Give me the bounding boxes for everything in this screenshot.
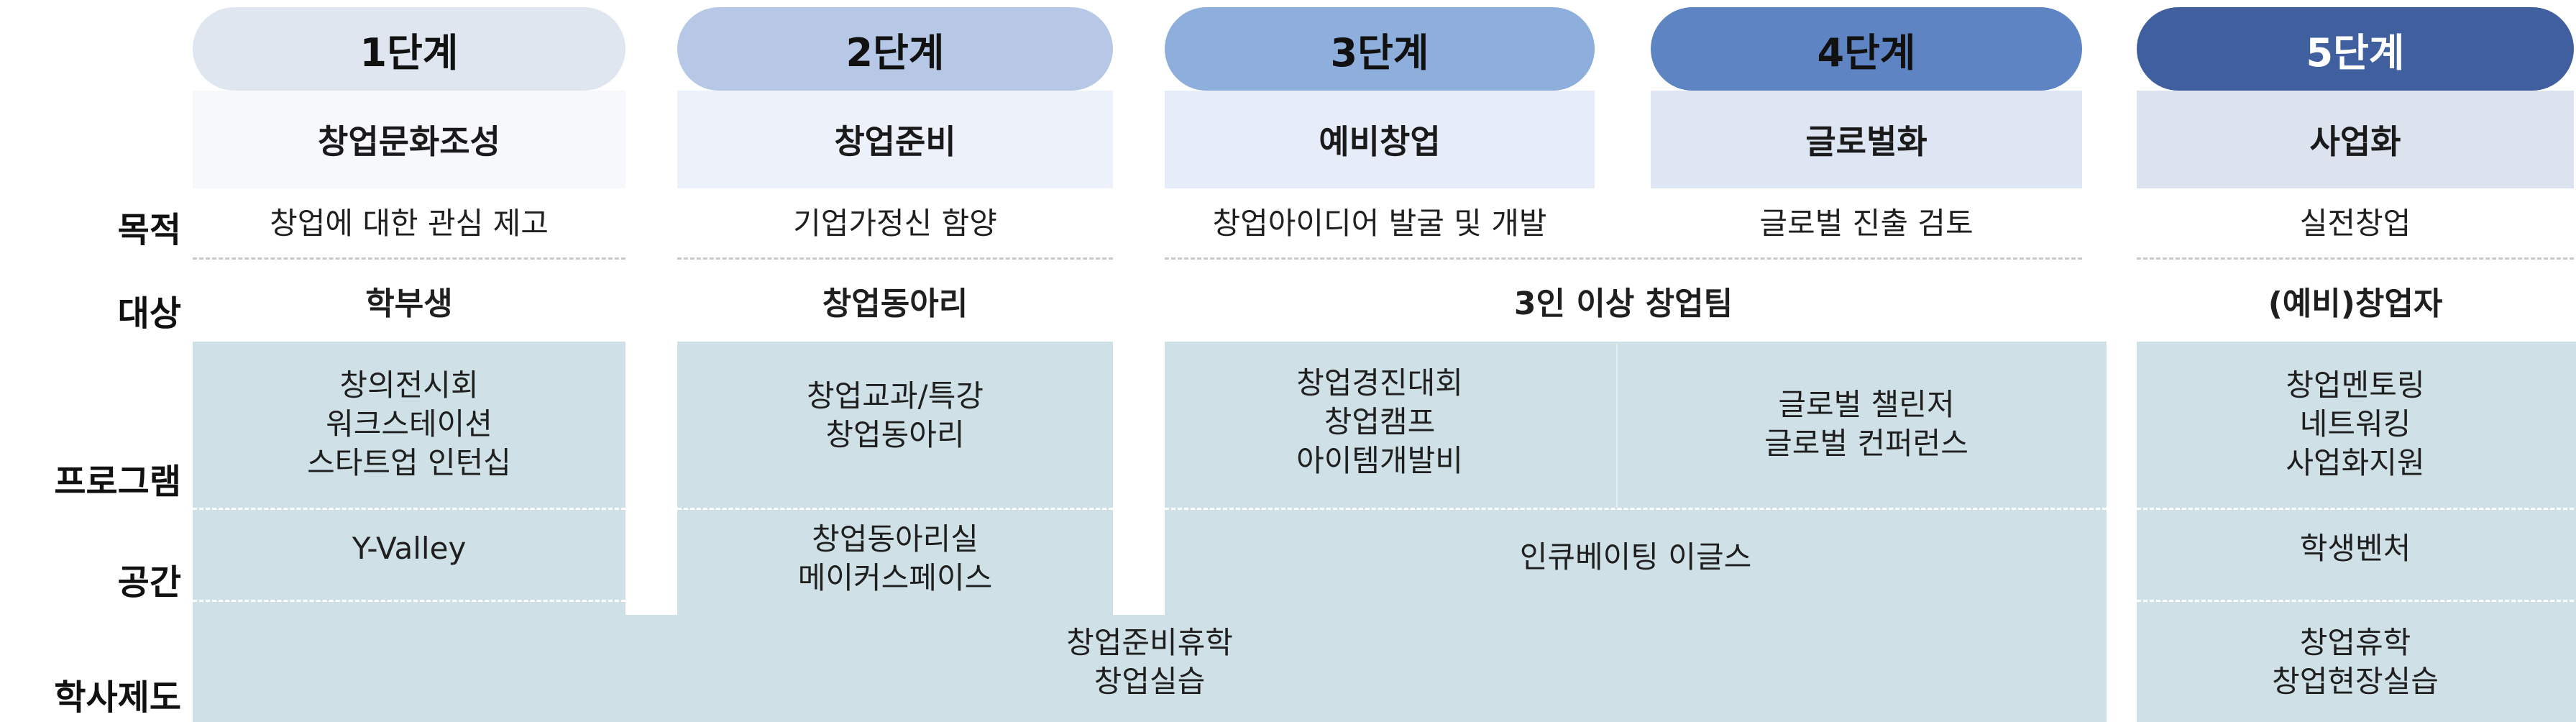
divider: [2137, 508, 2574, 510]
row-label-text: 목적: [117, 210, 181, 250]
program-item: 네트워킹: [2299, 406, 2411, 442]
stage-4-purpose: 글로벌 진출 검토: [1651, 191, 2082, 256]
program-band: [193, 342, 2576, 722]
program-item: 아이템개발비: [1296, 442, 1463, 478]
column-gap: [1113, 342, 1165, 615]
stage-5-system: 창업휴학 창업현장실습: [2137, 616, 2574, 709]
stage-5-label: 5단계: [2306, 29, 2405, 76]
divider: [193, 508, 625, 510]
column-gap: [625, 342, 677, 615]
stage-2-title-text: 창업준비: [834, 122, 956, 161]
stage-4-title: 글로벌화: [1651, 91, 2082, 188]
stage-1-pill: 1단계: [193, 7, 625, 91]
column-divider: [1616, 344, 1618, 508]
stage-4-title-text: 글로벌화: [1805, 122, 1928, 161]
row-label-text: 학사제도: [54, 677, 181, 718]
column-gap: [2107, 615, 2137, 722]
divider: [677, 508, 1113, 510]
stage-3-title-text: 예비창업: [1319, 122, 1441, 161]
stage-2-purpose: 기업가정신 함양: [677, 191, 1113, 256]
program-item: 창업경진대회: [1296, 365, 1463, 401]
row-label-text: 대상: [117, 293, 181, 334]
stage-3-program: 창업경진대회 창업캠프 아이템개발비: [1165, 360, 1595, 489]
stage-5-space: 학생벤처: [2137, 516, 2574, 581]
system-item: 창업준비휴학: [1066, 625, 1233, 661]
column-gap: [2107, 342, 2137, 615]
divider: [1165, 508, 2107, 510]
stage-2-target: 창업동아리: [677, 272, 1113, 337]
stage-1-purpose: 창업에 대한 관심 제고: [193, 191, 625, 256]
target-text: (예비)창업자: [2268, 285, 2443, 322]
target-text: 학부생: [365, 285, 453, 322]
stage-3-label: 3단계: [1330, 29, 1429, 76]
row-label-target: 대상: [0, 273, 181, 335]
row-label-purpose: 목적: [0, 194, 181, 252]
purpose-text: 기업가정신 함양: [793, 206, 997, 242]
program-item: 창업동아리: [825, 416, 965, 452]
stage-5-title-text: 사업화: [2309, 122, 2401, 161]
stage-4-label: 4단계: [1817, 29, 1916, 76]
divider: [193, 600, 625, 602]
program-item: 창의전시회: [339, 367, 479, 403]
system-item: 창업휴학: [2299, 625, 2411, 661]
purpose-text: 실전창업: [2299, 206, 2411, 242]
stage-3-title: 예비창업: [1165, 91, 1595, 188]
stage-1-title-text: 창업문화조성: [318, 122, 500, 161]
stage-4-pill: 4단계: [1651, 7, 2082, 91]
stage-2-program: 창업교과/특강 창업동아리: [677, 360, 1113, 467]
stage-2-label: 2단계: [845, 29, 945, 76]
stage-5-purpose: 실전창업: [2137, 191, 2574, 256]
system-item: 창업현장실습: [2272, 664, 2439, 699]
divider: [2137, 257, 2574, 260]
stage-1-4-system: 창업준비휴학 창업실습: [193, 616, 2107, 709]
stage-5-pill: 5단계: [2137, 7, 2574, 91]
stage-5-program: 창업멘토링 네트워킹 사업화지원: [2137, 360, 2574, 489]
stage-1-target: 학부생: [193, 272, 625, 337]
stage-3-4-space: 인큐베이팅 이글스: [1165, 525, 2107, 590]
divider: [193, 257, 625, 260]
stage-2-title: 창업준비: [677, 91, 1113, 188]
stage-1-program: 창의전시회 워크스테이션 스타트업 인턴십: [193, 360, 625, 489]
space-item: 창업동아리실: [812, 521, 978, 557]
stage-2-space: 창업동아리실 메이커스페이스: [677, 512, 1113, 606]
divider: [677, 257, 1113, 260]
purpose-text: 창업아이디어 발굴 및 개발: [1212, 206, 1547, 242]
stage-1-title: 창업문화조성: [193, 91, 625, 188]
stage-1-label: 1단계: [359, 29, 459, 76]
program-item: 워크스테이션: [326, 406, 492, 442]
purpose-text: 창업에 대한 관심 제고: [270, 206, 549, 242]
row-label-text: 프로그램: [54, 462, 181, 502]
row-label-system: 학사제도: [0, 647, 181, 719]
program-item: 글로벌 컨퍼런스: [1764, 426, 1968, 461]
row-label-space: 공간: [0, 532, 181, 604]
stage-3-purpose: 창업아이디어 발굴 및 개발: [1165, 191, 1595, 256]
target-text: 창업동아리: [822, 285, 968, 322]
program-item: 창업교과/특강: [807, 378, 984, 413]
space-item: 학생벤처: [2299, 531, 2411, 567]
stage-4-program: 글로벌 챌린저 글로벌 컨퍼런스: [1651, 360, 2082, 489]
program-item: 창업멘토링: [2286, 367, 2425, 403]
stage-1-space: Y-Valley: [193, 516, 625, 581]
divider: [1165, 257, 2082, 260]
program-item: 사업화지원: [2286, 444, 2425, 480]
stage-5-title: 사업화: [2137, 91, 2574, 188]
stage-3-4-target: 3인 이상 창업팀: [1165, 272, 2082, 337]
space-item: Y-Valley: [352, 531, 467, 567]
space-item: 메이커스페이스: [797, 560, 993, 595]
row-label-program: 프로그램: [0, 431, 181, 503]
program-item: 글로벌 챌린저: [1778, 387, 1955, 423]
target-text: 3인 이상 창업팀: [1513, 285, 1733, 322]
program-item: 창업캠프: [1324, 403, 1436, 439]
divider: [2137, 600, 2574, 602]
space-item: 인큐베이팅 이글스: [1519, 539, 1752, 575]
stage-5-target: (예비)창업자: [2137, 272, 2574, 337]
stage-2-pill: 2단계: [677, 7, 1113, 91]
program-item: 스타트업 인턴십: [307, 444, 511, 480]
stage-3-pill: 3단계: [1165, 7, 1595, 91]
row-label-text: 공간: [117, 562, 181, 603]
system-item: 창업실습: [1094, 664, 1206, 699]
purpose-text: 글로벌 진출 검토: [1759, 206, 1974, 242]
